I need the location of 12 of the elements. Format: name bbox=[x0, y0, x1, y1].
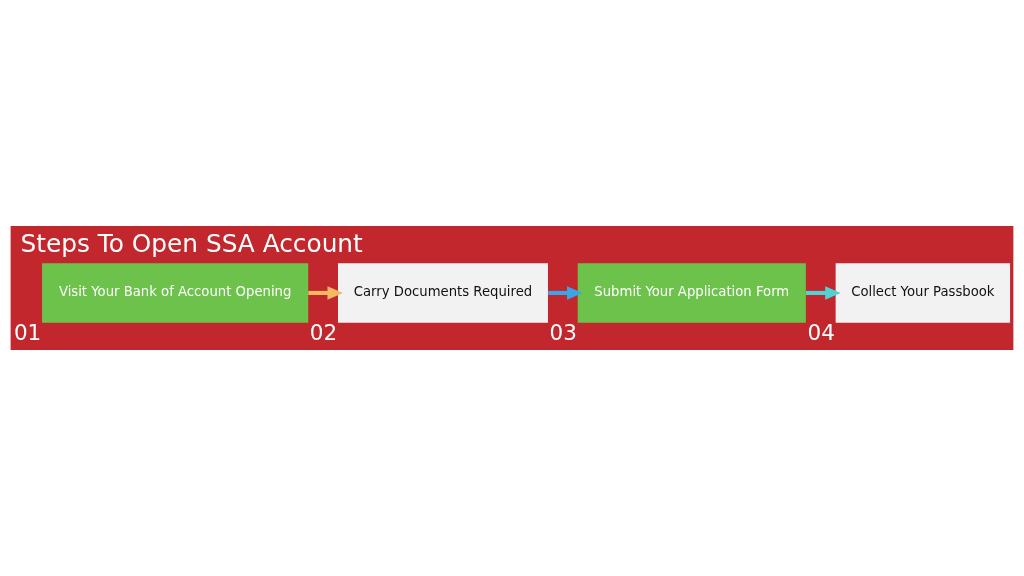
node-box: Collect Your Passbook bbox=[835, 263, 1011, 323]
arrow bbox=[308, 286, 343, 300]
node-box: Submit Your Application Form bbox=[577, 263, 806, 323]
arrow bbox=[548, 286, 583, 300]
node-box: Visit Your Bank of Account Opening bbox=[42, 263, 309, 323]
node-box: Carry Documents Required bbox=[338, 263, 548, 323]
node-label: 03 bbox=[549, 319, 577, 345]
arrow bbox=[806, 286, 841, 300]
diagram-title: Steps To Open SSA Account bbox=[20, 229, 363, 259]
node-label: 04 bbox=[807, 319, 835, 345]
node-label: 02 bbox=[309, 319, 338, 345]
node-label: 01 bbox=[13, 319, 42, 345]
